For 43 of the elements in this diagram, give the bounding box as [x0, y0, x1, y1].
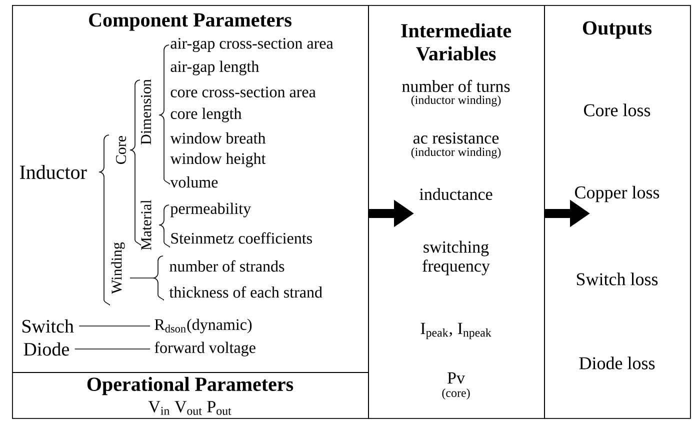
panel [12, 5, 369, 373]
heading: Intermediate Variables [401, 23, 512, 61]
parameter-label: forward voltage [154, 342, 256, 356]
panel [368, 5, 545, 419]
text-label: air-gap length [170, 60, 259, 76]
text-label: Core loss [584, 104, 650, 116]
text-label: Pv [448, 372, 465, 384]
component-label: Switch [22, 319, 74, 333]
text-label: Winding [111, 242, 125, 294]
text-label: Core [116, 136, 126, 164]
text-label: Inductor [20, 164, 87, 180]
text-label: Material [140, 200, 152, 250]
text-label: volume [170, 176, 218, 188]
text-label: (inductor winding) [411, 148, 501, 158]
text-label: V$_{in}$ V$_{out}$ P$_{out}$ [148, 401, 232, 415]
panel [12, 372, 369, 419]
text-label: window height [170, 152, 266, 168]
text-label: air-gap cross-section area [170, 38, 334, 52]
text-label: (core) [442, 388, 470, 400]
heading: Operational Parameters [87, 376, 294, 396]
text-label: window breath [170, 132, 266, 144]
text-label: Dimension [140, 79, 152, 144]
parameter-label: R$_{dson}$(dynamic) [154, 318, 252, 334]
text-label: I$_{peak}$, I$_{npeak}$ [420, 322, 492, 340]
text-label: Steinmetz coefficients [171, 232, 312, 244]
text-label: core length [170, 108, 242, 122]
panel [544, 5, 691, 419]
text-label: Switch loss [576, 272, 658, 286]
component-label: Diode [24, 342, 69, 356]
text-label: ac resistance [413, 132, 499, 144]
text-label: permeability [170, 202, 252, 218]
heading: Outputs [582, 21, 652, 39]
text-label: thickness of each strand [169, 286, 322, 298]
heading: Component Parameters [89, 13, 292, 31]
text-label: inductance [420, 188, 492, 200]
text-label: Copper loss [575, 186, 660, 202]
text-label: (inductor winding) [411, 96, 501, 106]
text-label: Diode loss [579, 356, 655, 370]
connector-line [74, 348, 150, 350]
text-label: number of turns [402, 80, 510, 92]
text-label: number of strands [170, 260, 284, 272]
text-label: core cross-section area [170, 86, 316, 98]
text-label: switching frequency [422, 240, 490, 276]
